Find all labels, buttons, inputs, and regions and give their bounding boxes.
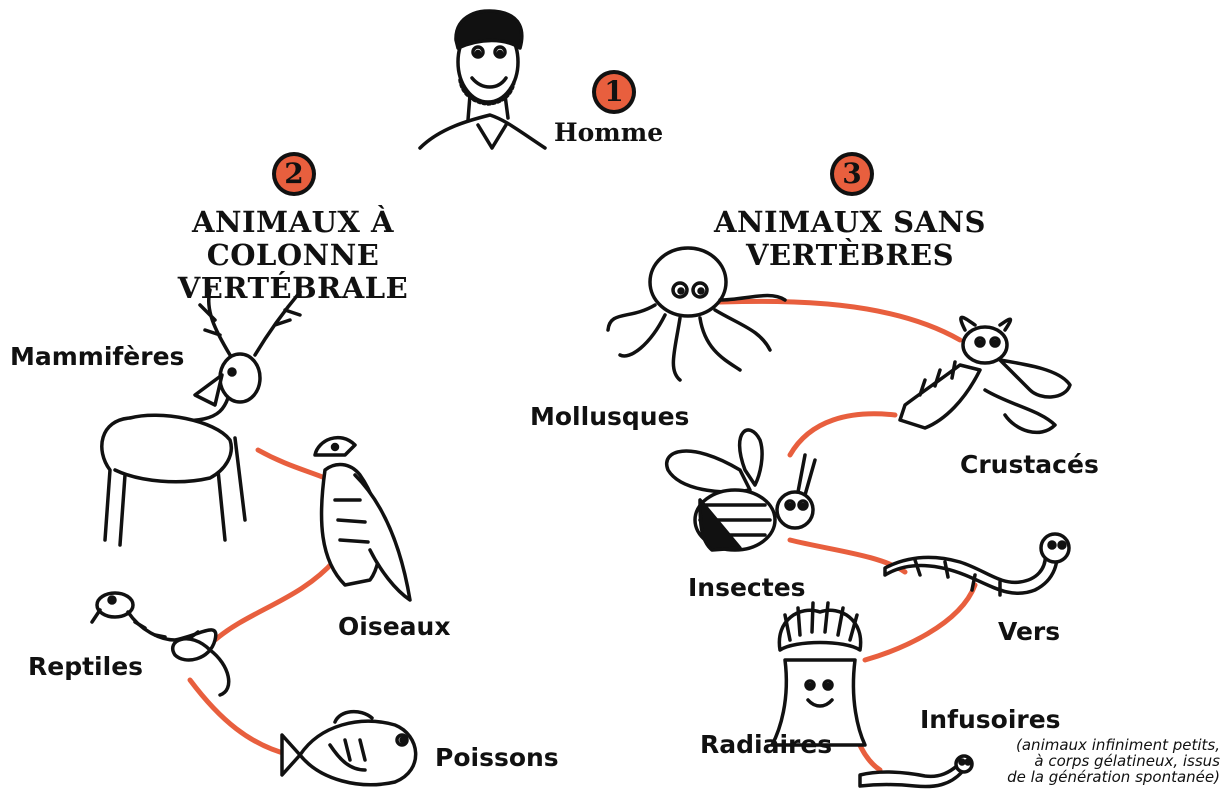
connector-crustaces-insectes [790,414,895,455]
vertebrates-heading-line1: ANIMAUX À [88,206,498,239]
label-insectes: Insectes [688,573,806,602]
connector-reptiles-poissons [190,680,290,755]
homme-label: Homme [554,118,663,147]
connector-oiseaux-reptiles [215,560,335,640]
number-badge-3: 3 [830,152,874,196]
label-infusoires: Infusoires [920,705,1061,734]
fish-icon [282,712,416,785]
number-badge-1: 1 [592,70,636,114]
vertebrates-heading-line2: COLONNE VERTÉBRALE [88,239,498,305]
label-oiseaux: Oiseaux [338,612,450,641]
infusoires-note-line3: de la génération spontanée) [955,769,1220,785]
infusoires-note: (animaux infiniment petits, à corps géla… [955,737,1220,785]
infusoires-note-line1: (animaux infiniment petits, [955,737,1220,753]
vertebrates-heading: ANIMAUX À COLONNE VERTÉBRALE [88,206,498,305]
sea-anemone-icon [772,603,865,745]
number-badge-2: 2 [272,152,316,196]
number-badge-3-label: 3 [834,156,870,192]
eagle-icon [315,438,410,600]
infusoires-note-line2: à corps gélatineux, issus [955,753,1220,769]
connector-vers-radiaires [865,585,975,660]
number-badge-2-label: 2 [276,156,312,192]
deer-icon [102,290,300,545]
label-mammiferes: Mammifères [10,342,184,371]
label-radiaires: Radiaires [700,730,832,759]
label-crustaces: Crustacés [960,450,1099,479]
label-reptiles: Reptiles [28,652,143,681]
label-poissons: Poissons [435,743,559,772]
man-portrait-icon [420,11,545,148]
connector-lines [190,301,975,770]
invertebrates-heading: ANIMAUX SANS VERTÈBRES [700,206,1000,272]
invertebrates-heading-line2: VERTÈBRES [700,239,1000,272]
lobster-icon [900,317,1070,432]
number-badge-1-label: 1 [596,74,632,110]
label-mollusques: Mollusques [530,402,689,431]
invertebrates-heading-line1: ANIMAUX SANS [700,206,1000,239]
label-vers: Vers [998,617,1060,646]
